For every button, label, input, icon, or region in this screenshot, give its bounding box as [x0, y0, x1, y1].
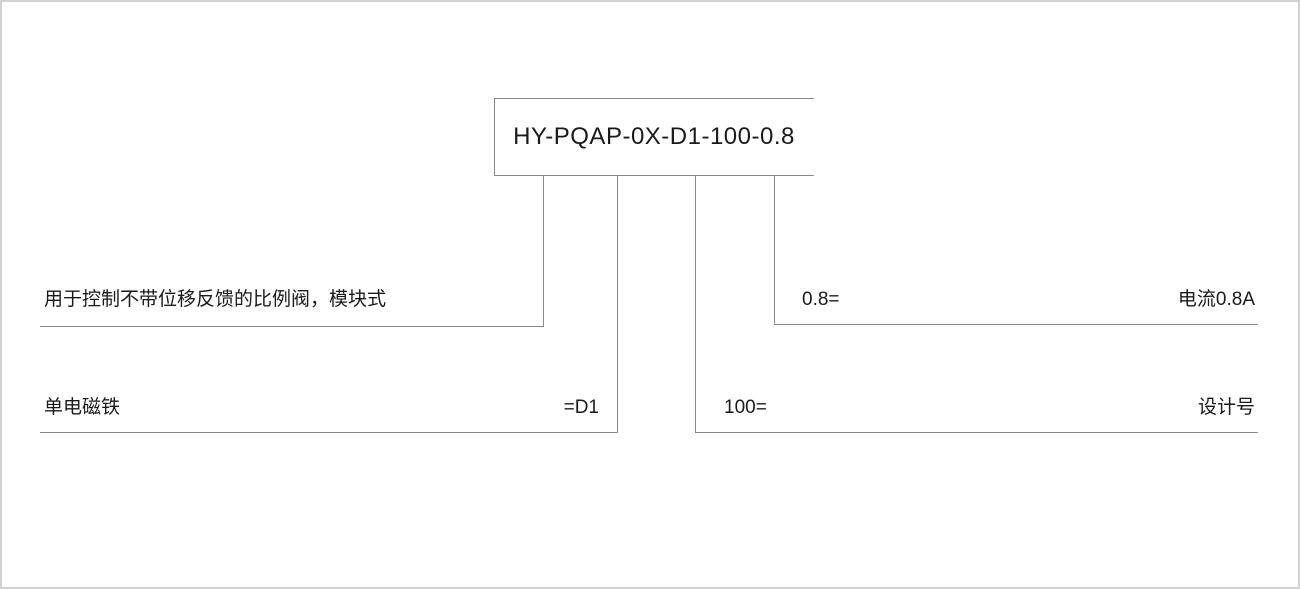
leader-line-left-upper — [543, 176, 544, 326]
row-left-lower-label: 单电磁铁 — [44, 397, 121, 418]
row-right-upper-value: 电流0.8A — [1177, 289, 1255, 310]
row-right-lower-key: 100= — [724, 397, 767, 418]
leader-line-right-lower — [695, 176, 696, 432]
row-left-lower-value: =D1 — [563, 397, 599, 418]
leader-line-right-upper — [774, 176, 775, 324]
row-right-lower-value: 设计号 — [1197, 397, 1255, 418]
row-right-upper-key: 0.8= — [802, 289, 840, 310]
underline-left-lower — [40, 432, 618, 433]
underline-left-upper — [40, 326, 544, 327]
underline-right-upper — [774, 324, 1258, 325]
product-code-label: HY-PQAP-0X-D1-100-0.8 — [513, 123, 795, 150]
row-left-upper-label: 用于控制不带位移反馈的比例阀，模块式 — [44, 289, 387, 310]
underline-right-lower — [695, 432, 1258, 433]
leader-line-left-lower — [617, 176, 618, 432]
code-box-outline — [494, 98, 814, 176]
